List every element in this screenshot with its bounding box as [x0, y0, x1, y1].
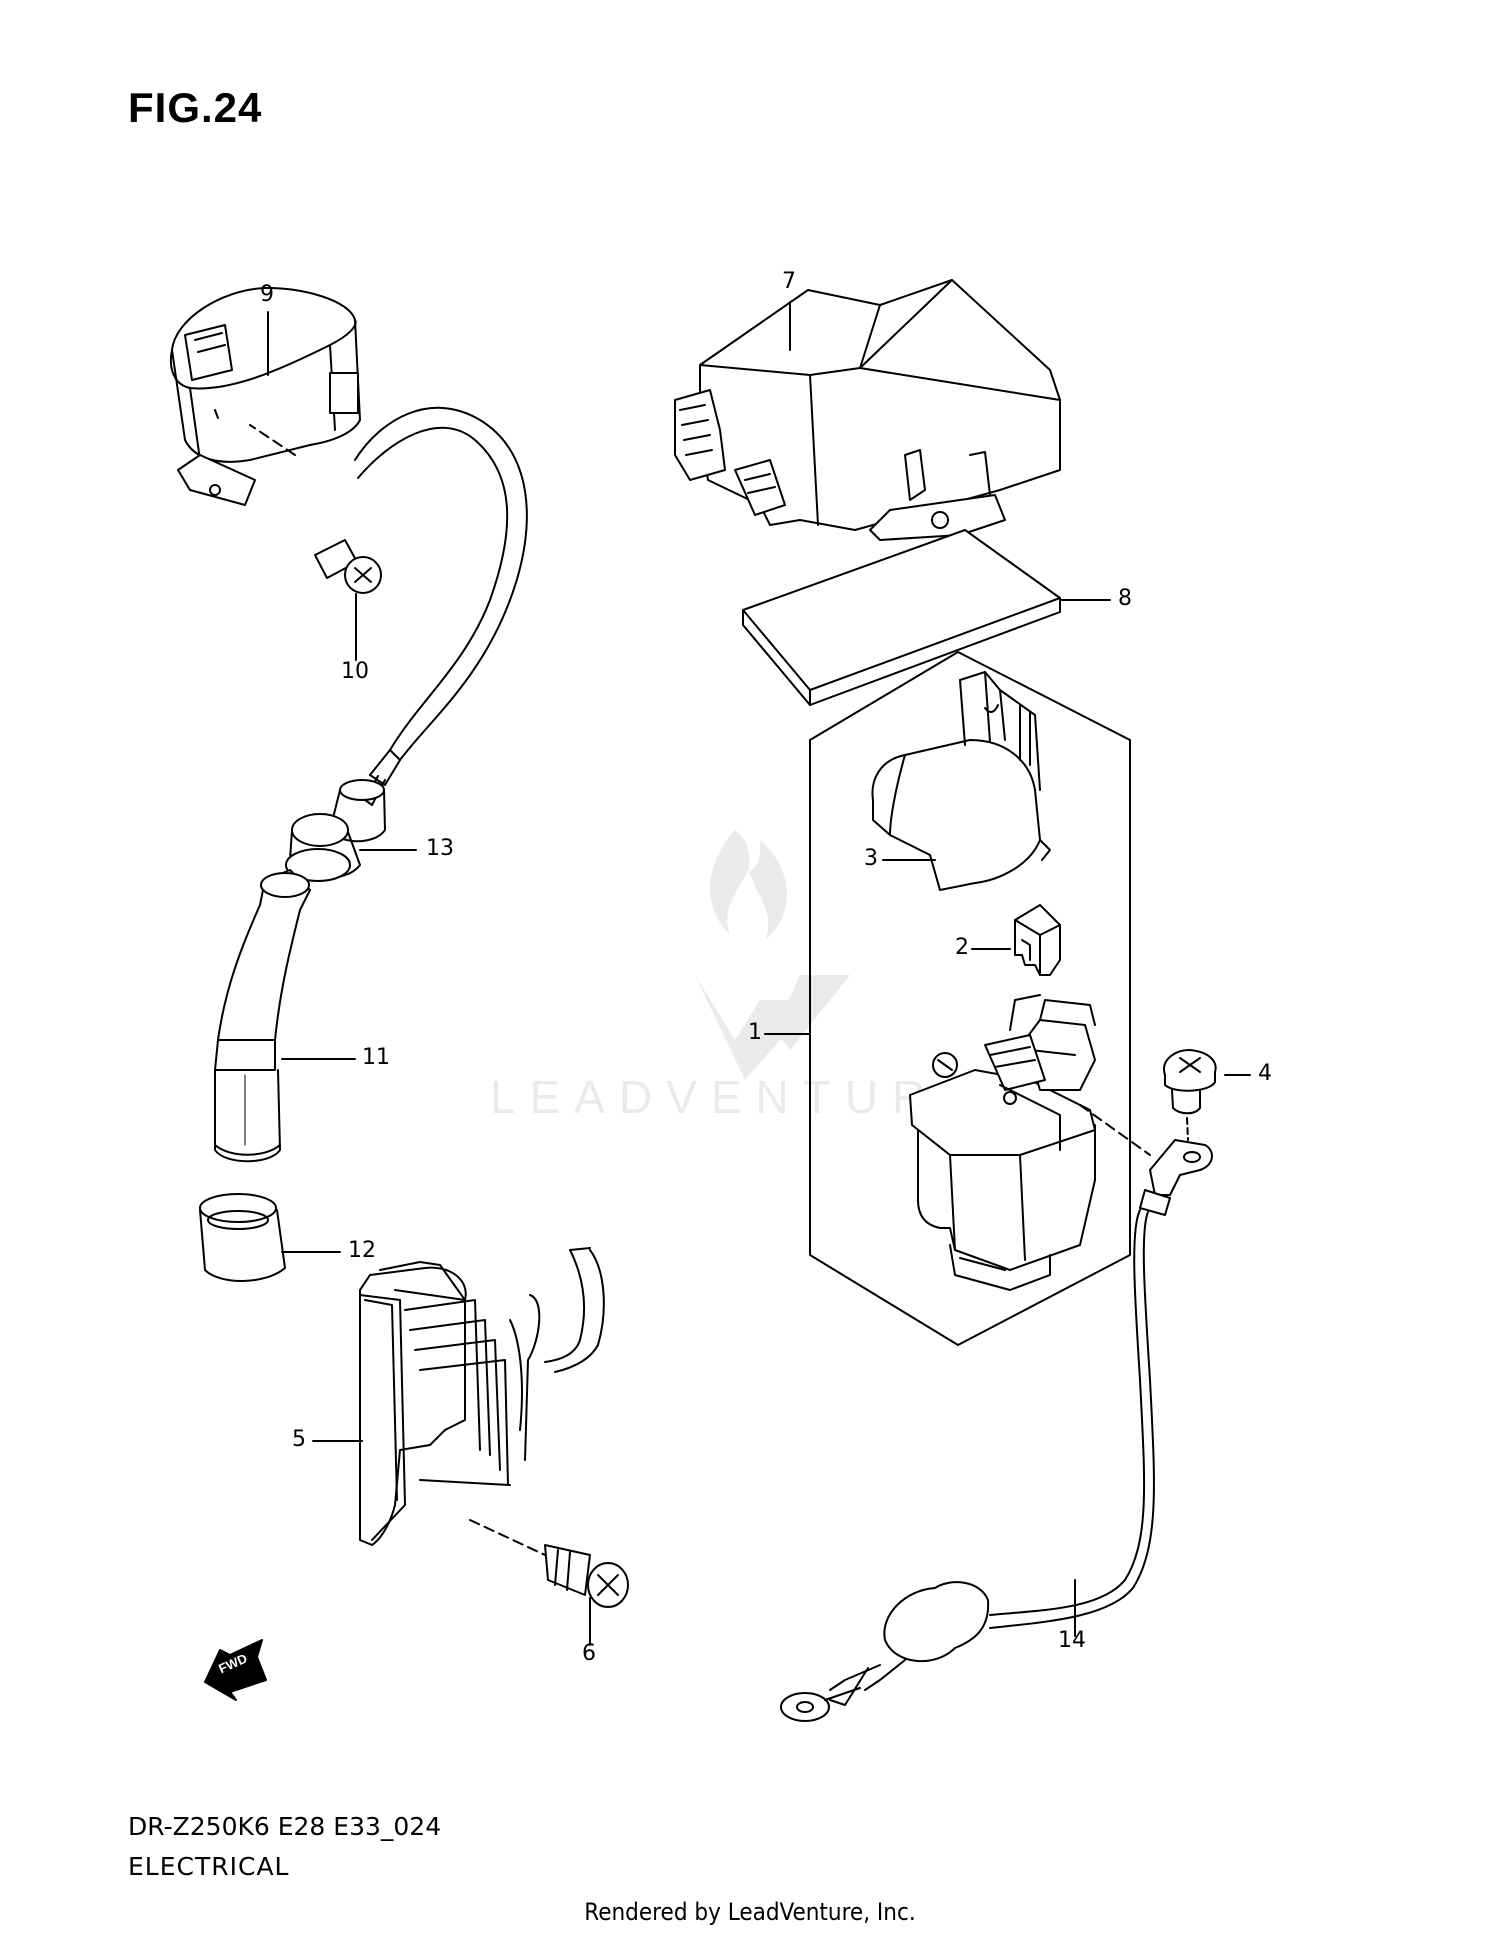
fuse-part-2 [1014, 904, 1061, 976]
callout-4: 4 [1258, 1061, 1272, 1086]
callout-11: 11 [362, 1045, 390, 1070]
callout-10: 10 [341, 659, 369, 684]
callout-2: 2 [955, 935, 969, 960]
grommet-part-13 [285, 779, 386, 882]
figure-title: FIG.24 [128, 84, 263, 131]
rendered-by-credit: Rendered by LeadVenture, Inc. [584, 1898, 916, 1926]
callout-7: 7 [782, 269, 796, 294]
callout-14: 14 [1058, 1628, 1086, 1653]
section-name: ELECTRICAL [128, 1852, 290, 1881]
callout-1: 1 [748, 1020, 762, 1045]
callout-13: 13 [426, 836, 454, 861]
callout-5: 5 [292, 1427, 306, 1452]
relay-cover-part-3 [871, 671, 1051, 891]
pad-part-8 [742, 529, 1061, 706]
callout-12: 12 [348, 1238, 376, 1263]
bolt-part-4 [1163, 1049, 1217, 1141]
callout-3: 3 [864, 846, 878, 871]
screw-part-6 [469, 1519, 629, 1608]
leader-lines [267, 301, 1251, 1646]
regulator-part-5 [359, 1247, 605, 1546]
model-code: DR-Z250K6 E28 E33_024 [128, 1812, 442, 1841]
cap-part-12 [199, 1193, 286, 1282]
ignition-lead [354, 406, 528, 806]
ground-lead-part-14 [780, 1104, 1213, 1722]
callout-6: 6 [582, 1641, 596, 1666]
callout-9: 9 [260, 282, 274, 307]
plug-cap-part-11 [214, 869, 311, 1163]
starter-relay-part-1 [909, 994, 1096, 1291]
screw-part-10 [249, 424, 382, 594]
fwd-arrow-icon [204, 1639, 267, 1701]
watermark-text: LEADVENTURE [490, 1071, 984, 1123]
callout-8: 8 [1118, 586, 1132, 611]
watermark-logo [695, 830, 850, 1080]
relay-assembly-boundary [809, 651, 1131, 1346]
ignition-coil-part-9 [170, 286, 361, 506]
cdi-unit-part-7 [674, 279, 1061, 541]
